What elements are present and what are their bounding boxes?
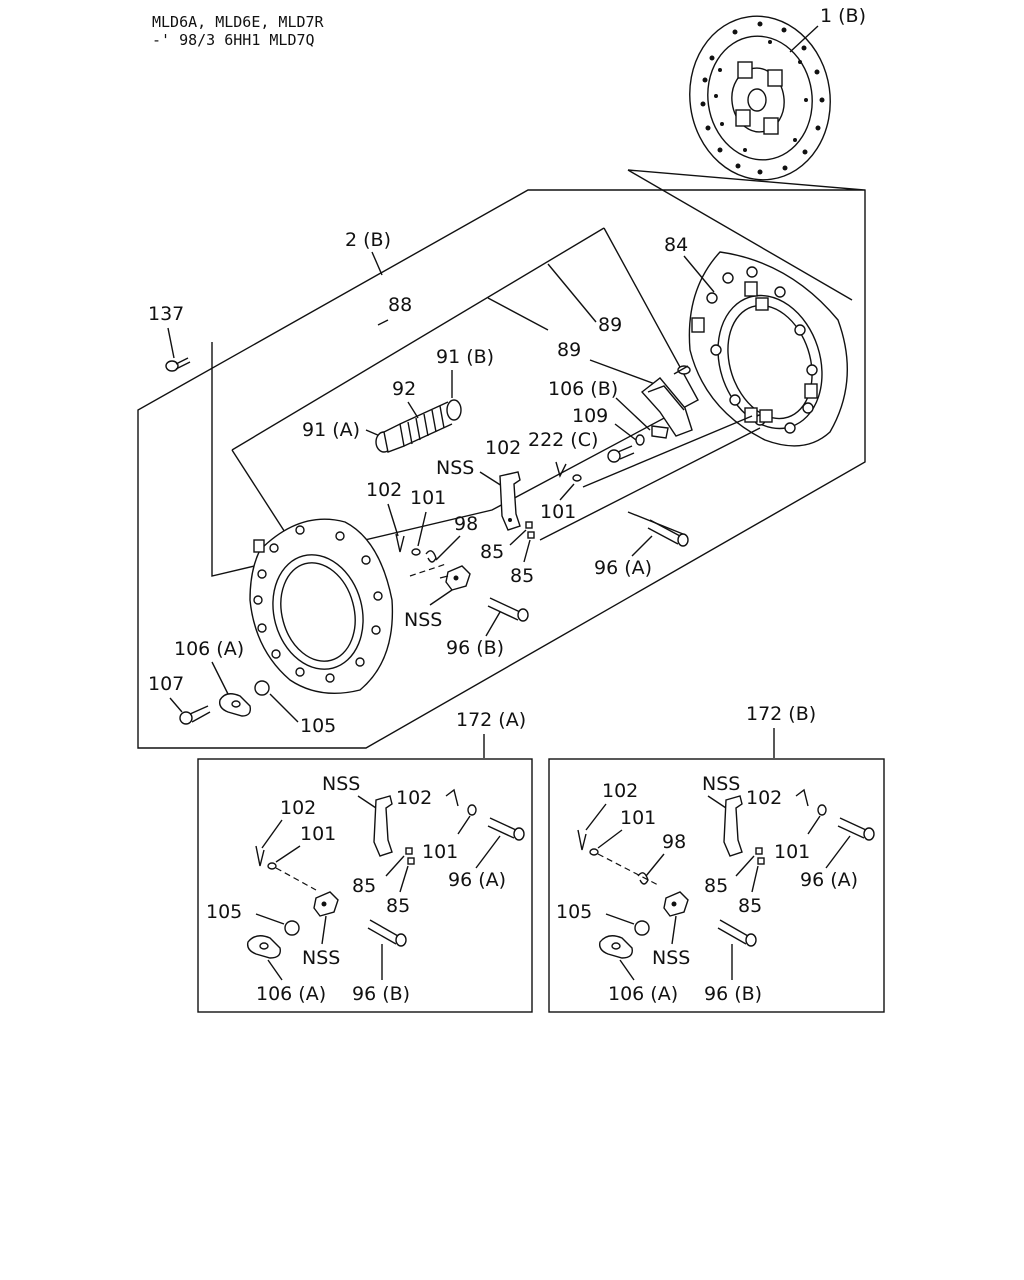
kit-b-85b: 85 [738,895,762,917]
kit-a-96b: 96 (B) [352,983,410,1005]
kit-b-101b: 101 [774,841,810,863]
nss-lever-part [499,471,521,531]
label-101b: 101 [540,501,576,523]
kit-b-nss2: NSS [652,947,690,969]
kit-a-plate-106a [246,935,281,959]
kit-a-105: 105 [206,901,242,923]
kit-b-plate-106a [598,935,633,959]
bolt-107-part [179,705,211,725]
label-222c: 222 (C) [528,429,598,451]
label-107: 107 [148,673,184,695]
fastener-222c-part [607,425,669,463]
spring-98-part [425,550,437,563]
label-88: 88 [388,294,412,316]
kit-a-nss1: NSS [322,773,360,795]
bolt-96b-part [487,597,529,622]
kit-b-106a: 106 (A) [608,983,678,1005]
kit-a-85a: 85 [352,875,376,897]
label-disc: 1 (B) [820,5,866,27]
label-plate: 84 [664,234,688,256]
pressure-plate-part [688,251,848,447]
clutch-cover-part [249,518,394,695]
kit-b-bolt-96b [717,919,757,947]
label-91a: 91 (A) [302,419,360,441]
label-85a: 85 [480,541,504,563]
kit-b-105: 105 [556,901,592,923]
kit-a-102b: 102 [396,787,432,809]
label-nss-top: NSS [436,457,474,479]
kit-a-101b: 101 [422,841,458,863]
bolt-96a-part [647,519,689,547]
bolt-137-part [165,357,191,372]
kit-a-bolt-96b [367,919,407,947]
label-91b: 91 (B) [436,346,494,368]
kit-a-106a: 106 (A) [256,983,326,1005]
kit-a-cotter-pin [445,788,459,807]
cover-group-frame [137,169,866,749]
kit-b-title: 172 (B) [746,703,816,725]
label-96b: 96 (B) [446,637,504,659]
spring-assembly-part [375,399,462,453]
kit-a-nss-lever [373,795,393,857]
kit-b-96b: 96 (B) [704,983,762,1005]
kit-a-96a: 96 (A) [448,869,506,891]
label-101a: 101 [410,487,446,509]
label-nss-mid: NSS [404,609,442,631]
kit-b-nss-lever [723,795,743,857]
label-102a: 102 [485,437,521,459]
kit-b-box [548,758,885,1013]
kit-b-102a: 102 [602,780,638,802]
pressure-plate-subframe [211,227,699,577]
label-cover: 2 (B) [345,229,391,251]
kit-b-96a: 96 (A) [800,869,858,891]
kit-a-nss-clevis [313,891,339,917]
plate-106a-part [218,693,252,717]
label-98: 98 [454,513,478,535]
label-137: 137 [148,303,184,325]
label-106b: 106 (B) [548,378,618,400]
label-106a: 106 (A) [174,638,244,660]
kit-a-bolt-96a [487,817,525,841]
lever-part [640,365,693,437]
kit-b-85a: 85 [704,875,728,897]
label-96a: 96 (A) [594,557,652,579]
label-102b: 102 [366,479,402,501]
kit-a-box [197,758,533,1013]
pin-85-part [525,521,535,539]
label-89a: 89 [598,314,622,336]
kit-b-nss-clevis [663,891,689,917]
label-109: 109 [572,405,608,427]
clutch-disc-part [689,15,831,181]
kit-b-101a: 101 [620,807,656,829]
kit-b-bolt-96a [837,817,875,841]
kit-a-101a: 101 [300,823,336,845]
kit-a-85b: 85 [386,895,410,917]
label-89b: 89 [557,339,581,361]
label-85b: 85 [510,565,534,587]
kit-b-102b: 102 [746,787,782,809]
cotter-pin-102 [555,461,567,478]
kit-b-nss1: NSS [702,773,740,795]
label-92: 92 [392,378,416,400]
model-header-line2: -' 98/3 6HH1 MLD7Q [152,31,315,49]
kit-b-98: 98 [662,831,686,853]
kit-a-nss2: NSS [302,947,340,969]
cotter-pin-102-left [395,533,405,553]
kit-a-title: 172 (A) [456,709,526,731]
model-header-line1: MLD6A, MLD6E, MLD7R [152,13,325,31]
label-105: 105 [300,715,336,737]
kit-a-102a: 102 [280,797,316,819]
nut-105-part [254,680,270,696]
nss-clevis-part [439,565,471,591]
